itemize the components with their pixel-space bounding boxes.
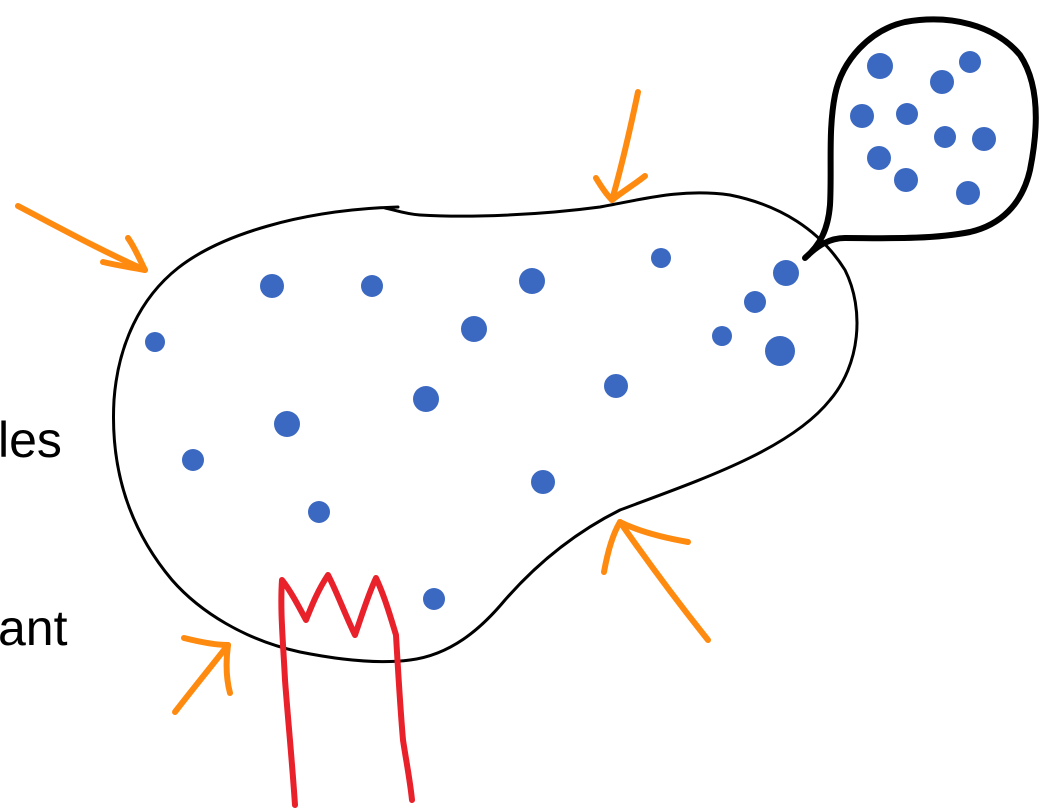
bud-particle-dot [930, 70, 954, 94]
main-body-particle-dot [361, 275, 383, 297]
main-body-particle-dot [765, 336, 795, 366]
main-body-particle-dot [519, 268, 545, 294]
main-body-particle-dot [651, 248, 671, 268]
spike-icon [281, 575, 412, 805]
main-body-particle-dot [773, 260, 799, 286]
arrow-icon [596, 92, 645, 200]
bud-particle-dot [867, 53, 893, 79]
bud-outline [805, 19, 1036, 258]
main-body-particle-dot [604, 374, 628, 398]
bud-particle-dot [896, 103, 918, 125]
main-body-particle-dot [145, 332, 165, 352]
arrow-icon [18, 206, 145, 270]
bud-particle-dot [850, 104, 874, 128]
bud-particle-dot [867, 146, 891, 170]
main-body-particle-dot [531, 470, 555, 494]
main-body-particle-dot [413, 386, 439, 412]
main-body-particle-dot [423, 588, 445, 610]
bud-particle-dot [959, 51, 981, 73]
bud-particle-dot [894, 168, 918, 192]
main-body-particle-dot [712, 326, 732, 346]
main-body-particle-dot [308, 501, 330, 523]
particles-group [145, 51, 996, 610]
label-upper: les [0, 412, 62, 468]
bud-particle-dot [956, 181, 980, 205]
main-body-particle-dot [461, 316, 487, 342]
arrow-icon [604, 522, 708, 640]
bud-particle-dot [934, 126, 956, 148]
main-body-outline [113, 193, 857, 662]
label-lower: ant [0, 600, 68, 656]
main-body-particle-dot [182, 449, 204, 471]
arrow-icon [175, 638, 230, 712]
main-body-particle-dot [744, 291, 766, 313]
main-body-particle-dot [274, 411, 300, 437]
main-body-particle-dot [260, 274, 284, 298]
bud-particle-dot [972, 127, 996, 151]
